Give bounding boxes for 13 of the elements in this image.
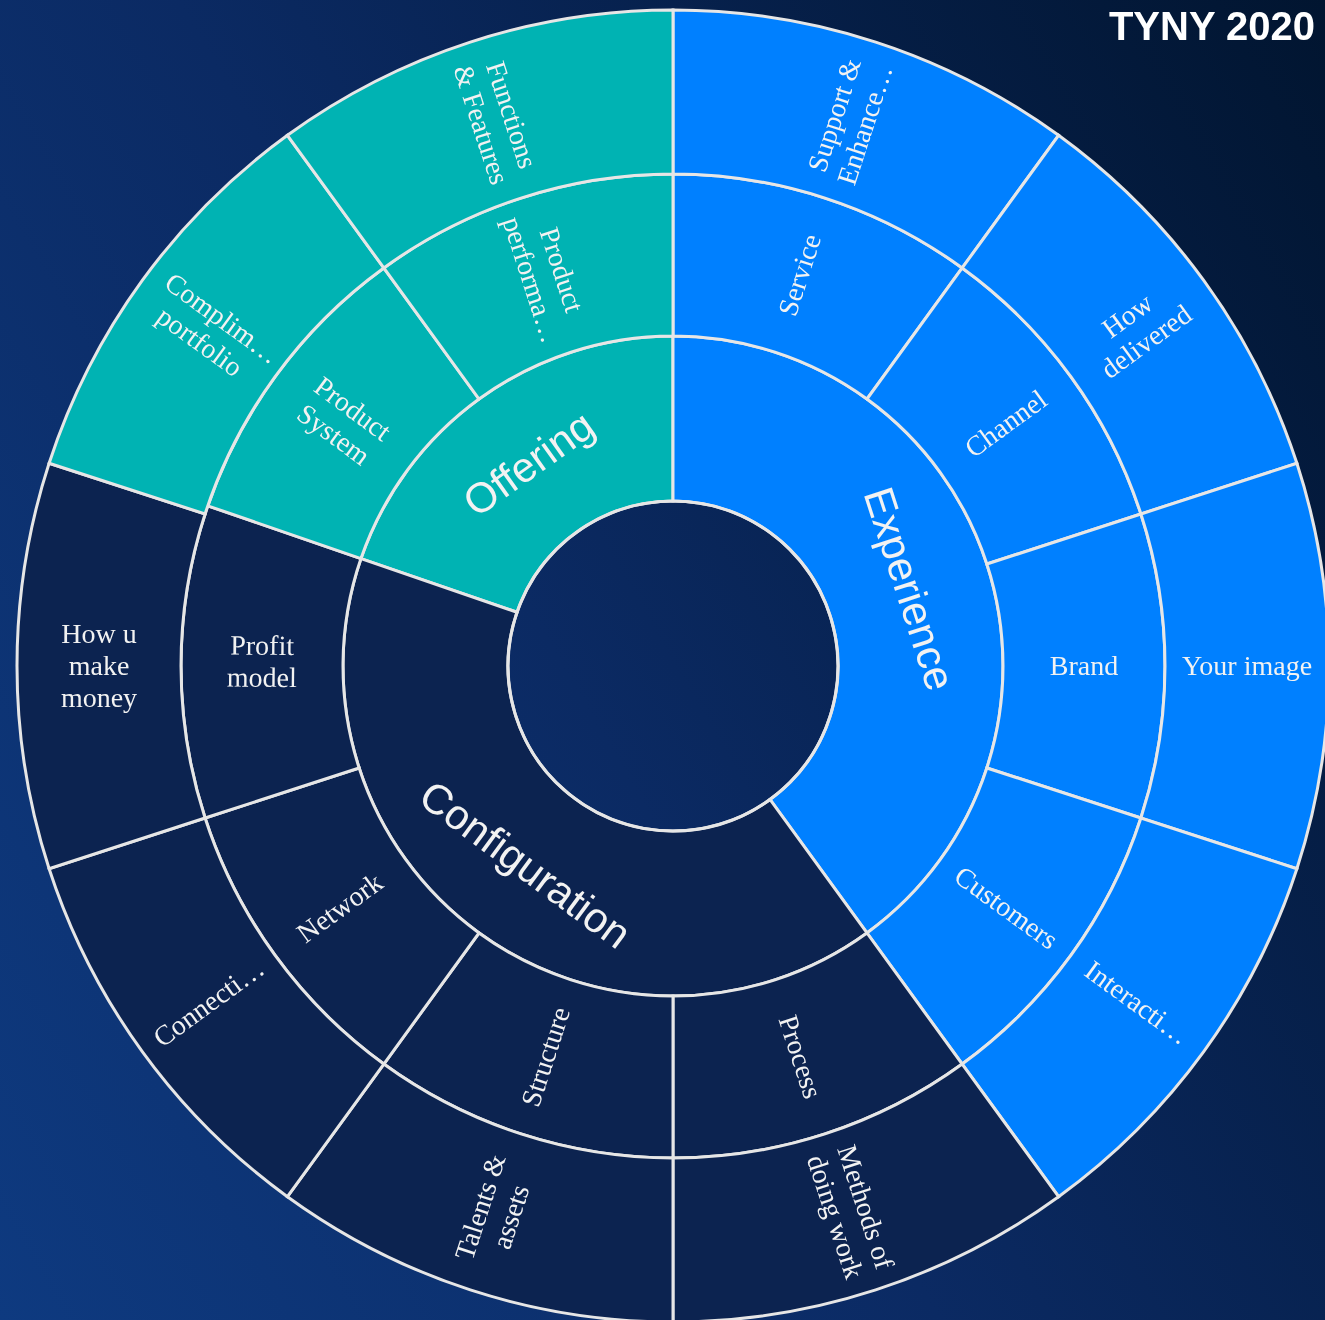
sunburst-segment [1139,461,1325,871]
sunburst-segment [16,461,207,871]
segment-label: Service [771,230,829,320]
segment-label: Functions & Features [446,56,545,191]
segment-label: Brand [1049,649,1119,683]
segment-label: Process [771,1011,829,1103]
segment-label: How u make money [59,617,139,715]
segment-label: Structure [514,1003,577,1111]
title-text: TYNY 2020 [1108,4,1315,49]
segment-label: Methods of doing work [800,1139,902,1285]
segment-label: Talents & assets [447,1149,537,1266]
segment-label: Profit model [225,629,298,696]
segment-label: Your image [1181,649,1313,683]
